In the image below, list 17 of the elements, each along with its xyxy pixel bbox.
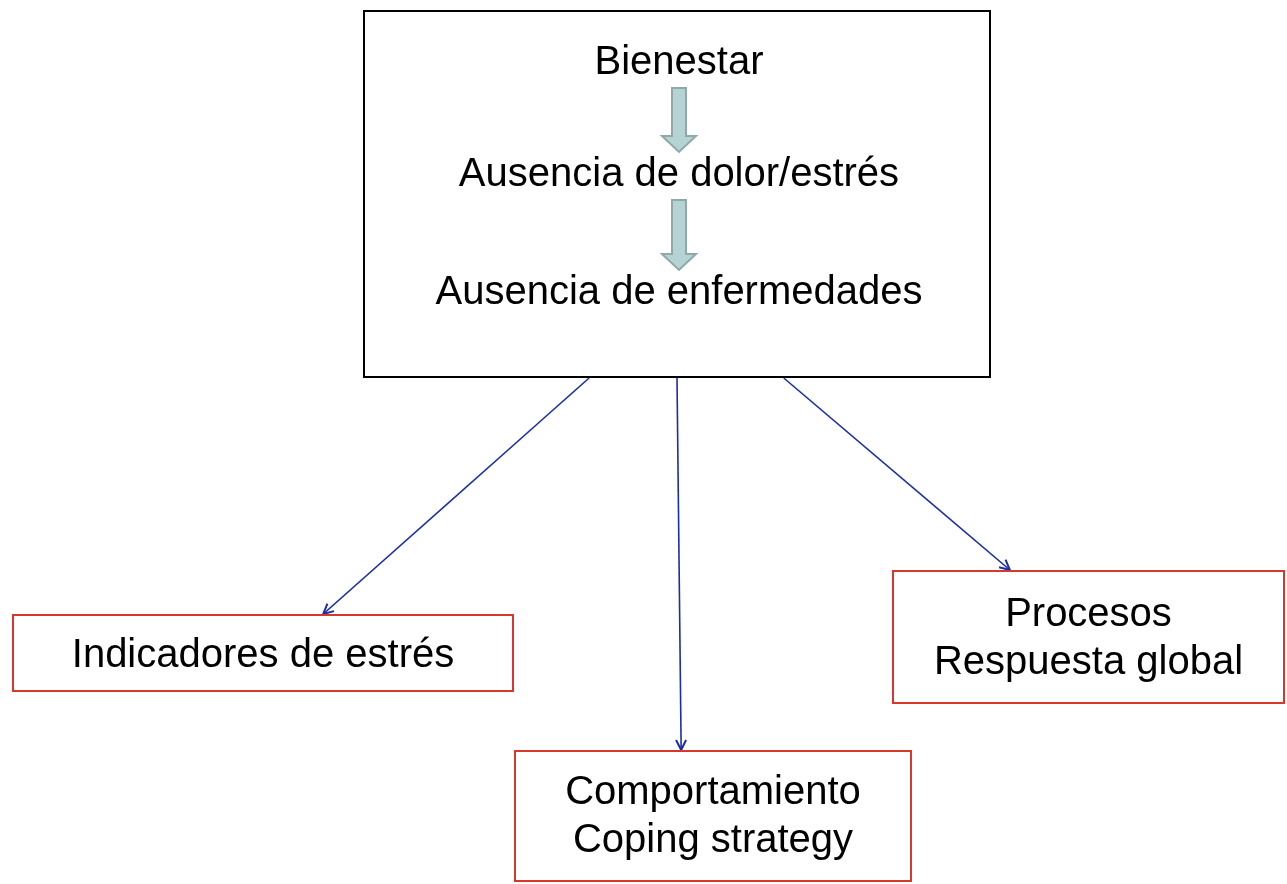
node-text: Bienestar — [593, 37, 765, 84]
node-text: Comportamiento — [564, 767, 862, 814]
block-arrow — [659, 199, 699, 272]
node-text: Ausencia de dolor/estrés — [457, 149, 901, 196]
outlined-box — [892, 570, 1285, 704]
outlined-box — [12, 614, 514, 692]
arrow — [782, 377, 1011, 571]
arrow — [675, 377, 688, 751]
node-text: Respuesta global — [932, 637, 1245, 684]
node-text: Ausencia de enfermedades — [434, 267, 924, 314]
node-text: Coping strategy — [571, 815, 855, 862]
block-arrow — [659, 87, 699, 154]
frame-box — [363, 10, 991, 378]
node-text: Procesos — [1004, 589, 1173, 636]
outlined-box — [514, 750, 912, 882]
arrow — [322, 377, 590, 615]
node-text: Indicadores de estrés — [70, 630, 456, 677]
